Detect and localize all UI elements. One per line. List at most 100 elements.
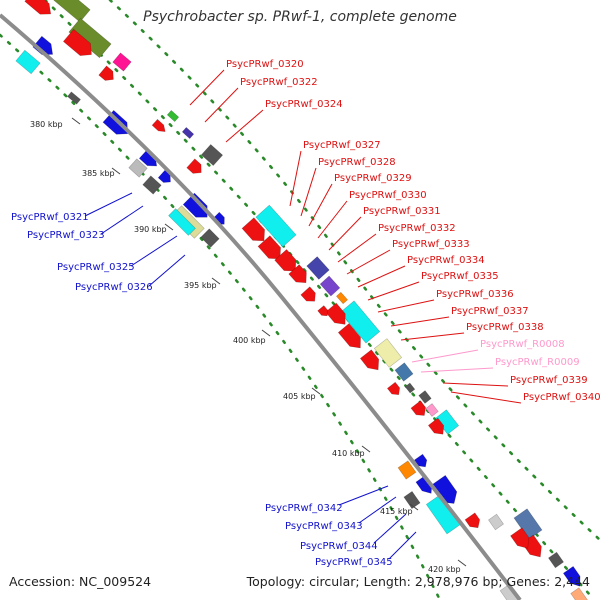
gene-label-right-5: PsycPRwf_0328 (318, 157, 396, 168)
accession-text: Accession: NC_009524 (9, 574, 152, 589)
leader-right-16 (411, 349, 479, 363)
tick-label-7: 410 kbp (332, 449, 365, 458)
gene-feature-53 (464, 512, 481, 529)
gene-feature-40 (394, 362, 414, 382)
leader-left-2 (100, 205, 144, 235)
leader-right-13 (377, 299, 435, 313)
gene-feature-59 (562, 565, 581, 587)
leader-right-2 (204, 87, 239, 123)
tick-label-5: 400 kbp (233, 336, 266, 345)
gene-feature-24 (67, 91, 81, 105)
gene-feature-21 (168, 208, 196, 236)
gene-label-right-1: PsycPRwf_0320 (226, 59, 304, 70)
gene-label-right-8: PsycPRwf_0331 (363, 206, 441, 217)
gene-feature-19 (182, 192, 208, 218)
gene-label-right-10: PsycPRwf_0333 (392, 239, 470, 250)
gene-label-right-4: PsycPRwf_0327 (303, 140, 381, 151)
tick-label-6: 405 kbp (283, 392, 316, 401)
gene-label-right-16: PsycPRwf_R0008 (480, 339, 565, 350)
gene-feature-45 (434, 409, 460, 435)
leader-right-17 (420, 367, 494, 373)
gene-feature-1 (24, 0, 52, 15)
leader-right-3 (225, 109, 264, 143)
gene-feature-29 (288, 264, 307, 284)
leader-right-14 (390, 316, 450, 327)
gene-feature-6 (15, 49, 41, 75)
label-leader-lines (84, 69, 522, 560)
gene-feature-54 (488, 513, 504, 531)
gene-feature-48 (397, 460, 417, 480)
tick-mark-6 (311, 387, 321, 395)
gene-feature-51 (430, 474, 458, 504)
gene-label-right-3: PsycPRwf_0324 (265, 99, 343, 110)
gene-label-right-6: PsycPRwf_0329 (334, 173, 412, 184)
gene-feature-18 (186, 158, 202, 174)
dotted-line-1 (0, 33, 442, 600)
leader-left-7 (373, 513, 407, 544)
tick-mark-5 (261, 329, 271, 337)
gene-feature-34 (339, 300, 381, 344)
gene-feature-35 (325, 302, 346, 325)
gene-feature-26 (241, 217, 265, 242)
gene-feature-15 (142, 175, 162, 195)
gene-features (15, 0, 588, 600)
genome-summary-text: Topology: circular; Length: 2,978,976 bp… (246, 574, 590, 589)
tick-label-3: 390 kbp (134, 225, 167, 234)
dotted-line-3 (108, 0, 600, 542)
gene-feature-57 (510, 527, 530, 549)
gene-feature-30 (306, 256, 330, 280)
gene-feature-41 (386, 381, 400, 396)
leader-right-8 (328, 216, 362, 251)
gene-feature-47 (425, 403, 439, 417)
tick-mark-1 (71, 117, 81, 125)
leader-left-1 (84, 192, 133, 217)
gene-feature-60 (570, 587, 588, 600)
gene-feature-3 (68, 17, 112, 59)
gene-feature-28 (274, 249, 297, 272)
leader-right-15 (400, 332, 465, 341)
gene-feature-32 (300, 286, 316, 302)
gene-feature-14 (128, 158, 148, 178)
gene-feature-23 (200, 228, 220, 248)
gene-label-left-4: PsycPRwf_0326 (75, 282, 153, 293)
leader-right-6 (308, 183, 333, 227)
leader-left-8 (388, 531, 417, 560)
leader-right-4 (289, 150, 302, 207)
leader-right-9 (337, 233, 377, 263)
gene-feature-46 (427, 417, 445, 435)
gene-label-left-3: PsycPRwf_0325 (57, 262, 135, 273)
gene-label-right-12: PsycPRwf_0335 (421, 271, 499, 282)
gene-label-left-7: PsycPRwf_0344 (300, 541, 378, 552)
tick-label-4: 395 kbp (184, 281, 217, 290)
gene-label-right-14: PsycPRwf_0337 (451, 306, 529, 317)
gene-feature-17 (200, 144, 224, 166)
gene-label-right-13: PsycPRwf_0336 (436, 289, 514, 300)
tick-label-8: 415 kbp (380, 507, 413, 516)
leader-left-5 (338, 485, 389, 506)
gene-label-left-5: PsycPRwf_0342 (265, 503, 343, 514)
gene-feature-11 (166, 110, 180, 122)
gene-label-right-7: PsycPRwf_0330 (349, 190, 427, 201)
leader-right-5 (300, 167, 317, 217)
gene-feature-10 (151, 118, 166, 133)
gene-label-left-6: PsycPRwf_0343 (285, 521, 363, 532)
gene-feature-4 (62, 28, 92, 56)
leader-right-7 (317, 200, 348, 239)
dotted-line-2 (43, 0, 592, 597)
gene-feature-44 (418, 390, 432, 404)
tick-label-9: 420 kbp (428, 565, 461, 574)
leader-left-4 (148, 254, 186, 287)
gene-label-right-17: PsycPRwf_R0009 (495, 357, 580, 368)
gene-feature-33 (336, 291, 348, 305)
leader-right-10 (346, 249, 391, 275)
tick-mark-2 (111, 167, 121, 175)
genome-backbone (0, 13, 522, 600)
gene-feature-42 (404, 382, 416, 394)
gene-feature-37 (317, 305, 329, 317)
gene-feature-39 (359, 349, 380, 371)
gene-feature-49 (414, 453, 428, 468)
gene-label-right-15: PsycPRwf_0338 (466, 322, 544, 333)
